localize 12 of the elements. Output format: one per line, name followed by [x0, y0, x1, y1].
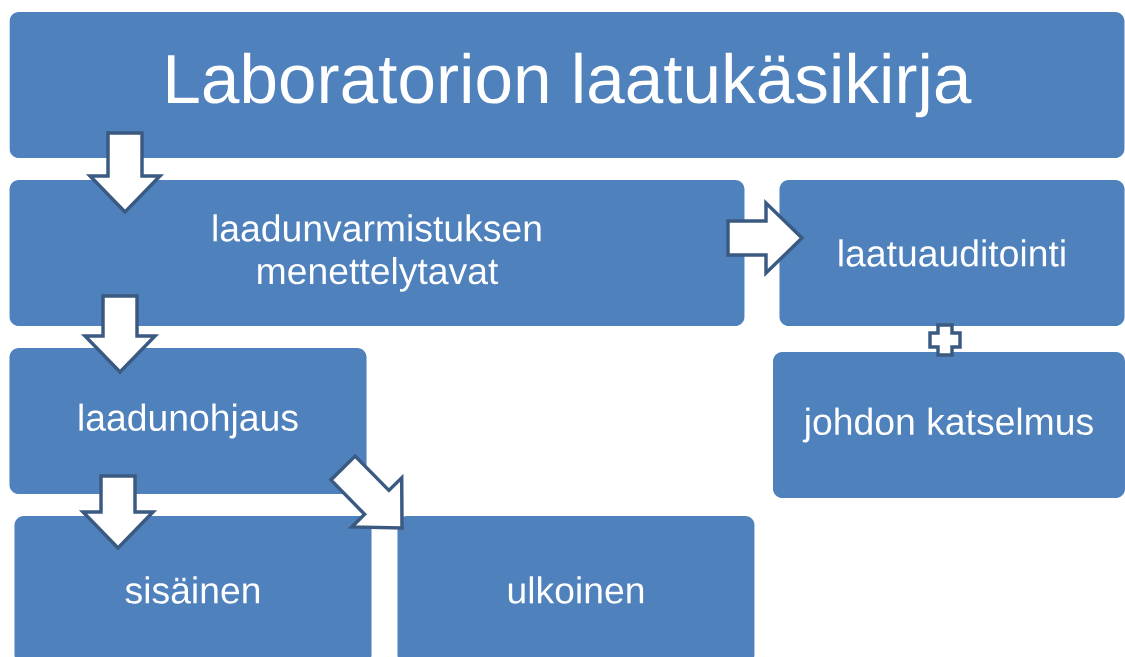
- process-box: Laboratorion laatukäsikirja: [9, 12, 1125, 158]
- block-arrow: [85, 131, 165, 215]
- plus-sign: [928, 323, 962, 357]
- process-box: sisäinen: [14, 516, 372, 657]
- process-box: laadunohjaus: [9, 348, 367, 494]
- process-box: laadunvarmistuksen menettelytavat: [9, 180, 745, 326]
- process-box: johdon katselmus: [773, 352, 1125, 498]
- process-box: laatuauditointi: [779, 180, 1125, 326]
- block-arrow: [80, 294, 160, 375]
- block-arrow: [78, 474, 158, 551]
- process-box: ulkoinen: [397, 516, 755, 657]
- block-arrow: [726, 198, 805, 278]
